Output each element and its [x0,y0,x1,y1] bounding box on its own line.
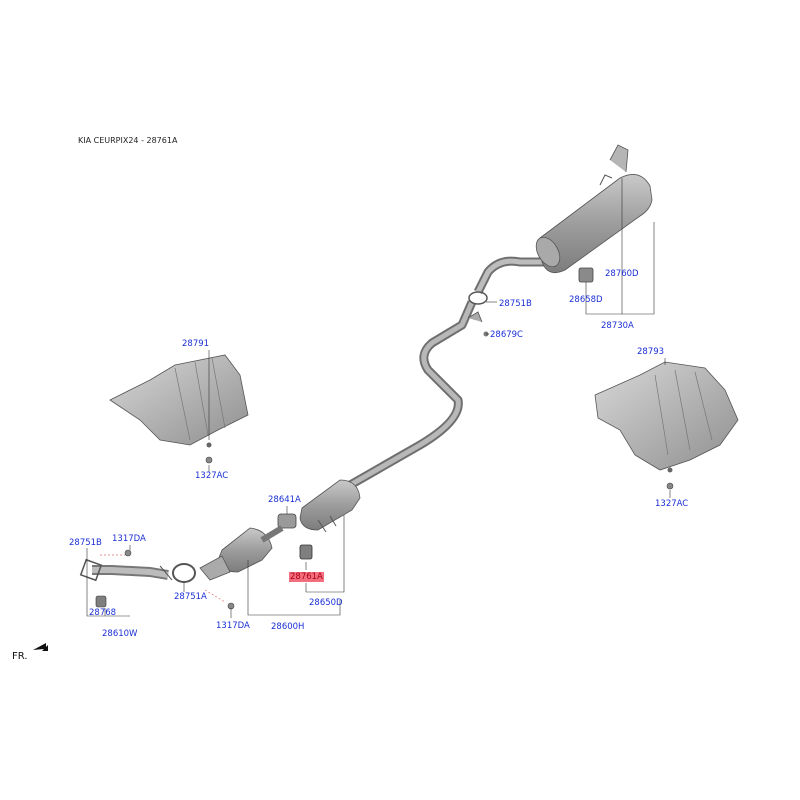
part-label-1317DA-bottom[interactable]: 1317DA [216,621,250,631]
heat-shield-left [109,354,249,446]
hanger-28761A [299,544,313,560]
part-label-1317DA-top[interactable]: 1317DA [112,534,146,544]
part-label-28760D[interactable]: 28760D [605,269,639,279]
part-label-1327AC-left[interactable]: 1327AC [195,471,229,481]
part-label-28730A[interactable]: 28730A [601,321,634,331]
part-label-28658D[interactable]: 28658D [569,295,603,305]
part-label-28768[interactable]: 28768 [89,608,117,618]
catalytic-converter [199,525,284,581]
rear-muffler [535,144,653,274]
part-label-28793[interactable]: 28793 [637,347,665,357]
rear-pipe [473,256,552,295]
part-label-28791[interactable]: 28791 [182,339,210,349]
gasket-28751A [172,563,196,583]
part-label-28641A[interactable]: 28641A [268,495,301,505]
front-pipe [79,558,173,582]
hanger-28658D [578,267,594,283]
part-label-28679C[interactable]: 28679C [490,330,523,340]
diagram-title: KIA CEURPIX24 - 28761A [78,136,178,145]
part-label-28751A[interactable]: 28751A [174,592,207,602]
part-label-28761A[interactable]: 28761A [289,572,324,582]
leader-lines [86,178,671,618]
part-label-28751B-top[interactable]: 28751B [499,299,532,309]
part-label-1327AC-right[interactable]: 1327AC [655,499,689,509]
front-direction-label: FR. [12,651,28,662]
front-arrow-icon [33,643,48,651]
part-label-28650D[interactable]: 28650D [309,598,343,608]
part-label-28600H[interactable]: 28600H [271,622,305,632]
part-label-28751B-left[interactable]: 28751B [69,538,102,548]
part-label-28610W[interactable]: 28610W [102,629,138,639]
center-muffler [299,479,361,533]
heat-shield-right [594,361,739,471]
gasket-top [468,291,488,305]
